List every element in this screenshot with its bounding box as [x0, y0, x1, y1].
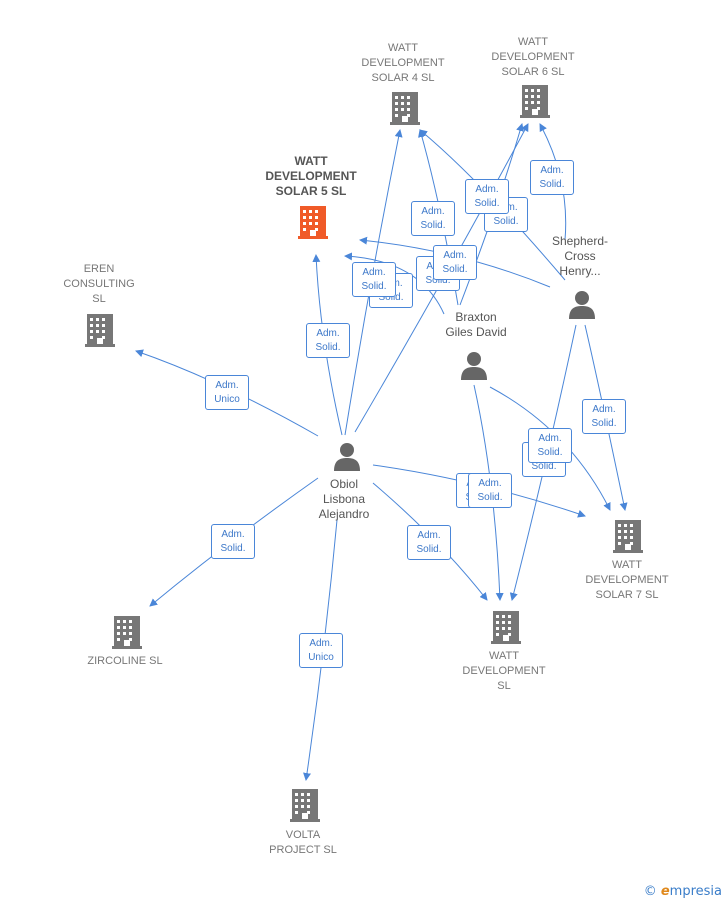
relation-badge[interactable]: Adm. Solid. — [211, 524, 255, 559]
building-icon[interactable] — [613, 519, 643, 558]
relation-badge[interactable]: Adm. Solid. — [468, 473, 512, 508]
relation-badge[interactable]: Adm. Solid. — [411, 201, 455, 236]
relation-badge[interactable]: Adm. Solid. — [306, 323, 350, 358]
building-icon[interactable] — [290, 788, 320, 827]
building-icon[interactable] — [491, 610, 521, 649]
person-label-braxton[interactable]: Braxton Giles David — [445, 310, 507, 339]
building-icon[interactable] — [85, 313, 115, 352]
company-label-solar7[interactable]: WATT DEVELOPMENT SOLAR 7 SL — [585, 559, 669, 601]
relation-badge[interactable]: Adm. Solid. — [433, 245, 477, 280]
relation-edge-braxton-solar5 — [344, 252, 445, 315]
relation-badge[interactable]: Adm. Solid. — [465, 179, 509, 214]
relation-badge[interactable]: Adm. Solid. — [352, 262, 396, 297]
company-label-wattdev[interactable]: WATT DEVELOPMENT SL — [462, 650, 546, 692]
person-icon[interactable] — [332, 441, 362, 476]
relation-badge[interactable]: Adm. Solid. — [530, 160, 574, 195]
relation-badge[interactable]: Adm. Solid. — [582, 399, 626, 434]
building-icon[interactable] — [112, 615, 142, 654]
building-icon[interactable] — [520, 84, 550, 123]
relation-badge[interactable]: Adm. Unico — [299, 633, 343, 668]
company-label-solar5[interactable]: WATT DEVELOPMENT SOLAR 5 SL — [265, 154, 357, 198]
company-label-volta[interactable]: VOLTA PROJECT SL — [269, 829, 337, 856]
person-icon[interactable] — [459, 350, 489, 385]
building-icon[interactable] — [390, 91, 420, 130]
copyright-symbol: © — [643, 884, 657, 899]
empresia-logo[interactable]: © empresia — [644, 884, 722, 899]
person-label-obiol[interactable]: Obiol Lisbona Alejandro — [318, 477, 370, 521]
person-label-shepherd[interactable]: Shepherd- Cross Henry... — [551, 234, 609, 278]
company-label-solar4[interactable]: WATT DEVELOPMENT SOLAR 4 SL — [361, 42, 445, 84]
relation-badge[interactable]: Adm. Unico — [205, 375, 249, 410]
company-label-zircoline[interactable]: ZIRCOLINE SL — [87, 655, 163, 667]
person-icon[interactable] — [567, 289, 597, 324]
company-label-solar6[interactable]: WATT DEVELOPMENT SOLAR 6 SL — [491, 36, 575, 78]
logo-initial: e — [660, 884, 670, 899]
logo-text: mpresia — [669, 884, 722, 899]
relation-badge[interactable]: Adm. Solid. — [407, 525, 451, 560]
building-icon[interactable] — [298, 205, 328, 244]
company-label-eren[interactable]: EREN CONSULTING SL — [63, 263, 135, 305]
relation-badge[interactable]: Adm. Solid. — [528, 428, 572, 463]
